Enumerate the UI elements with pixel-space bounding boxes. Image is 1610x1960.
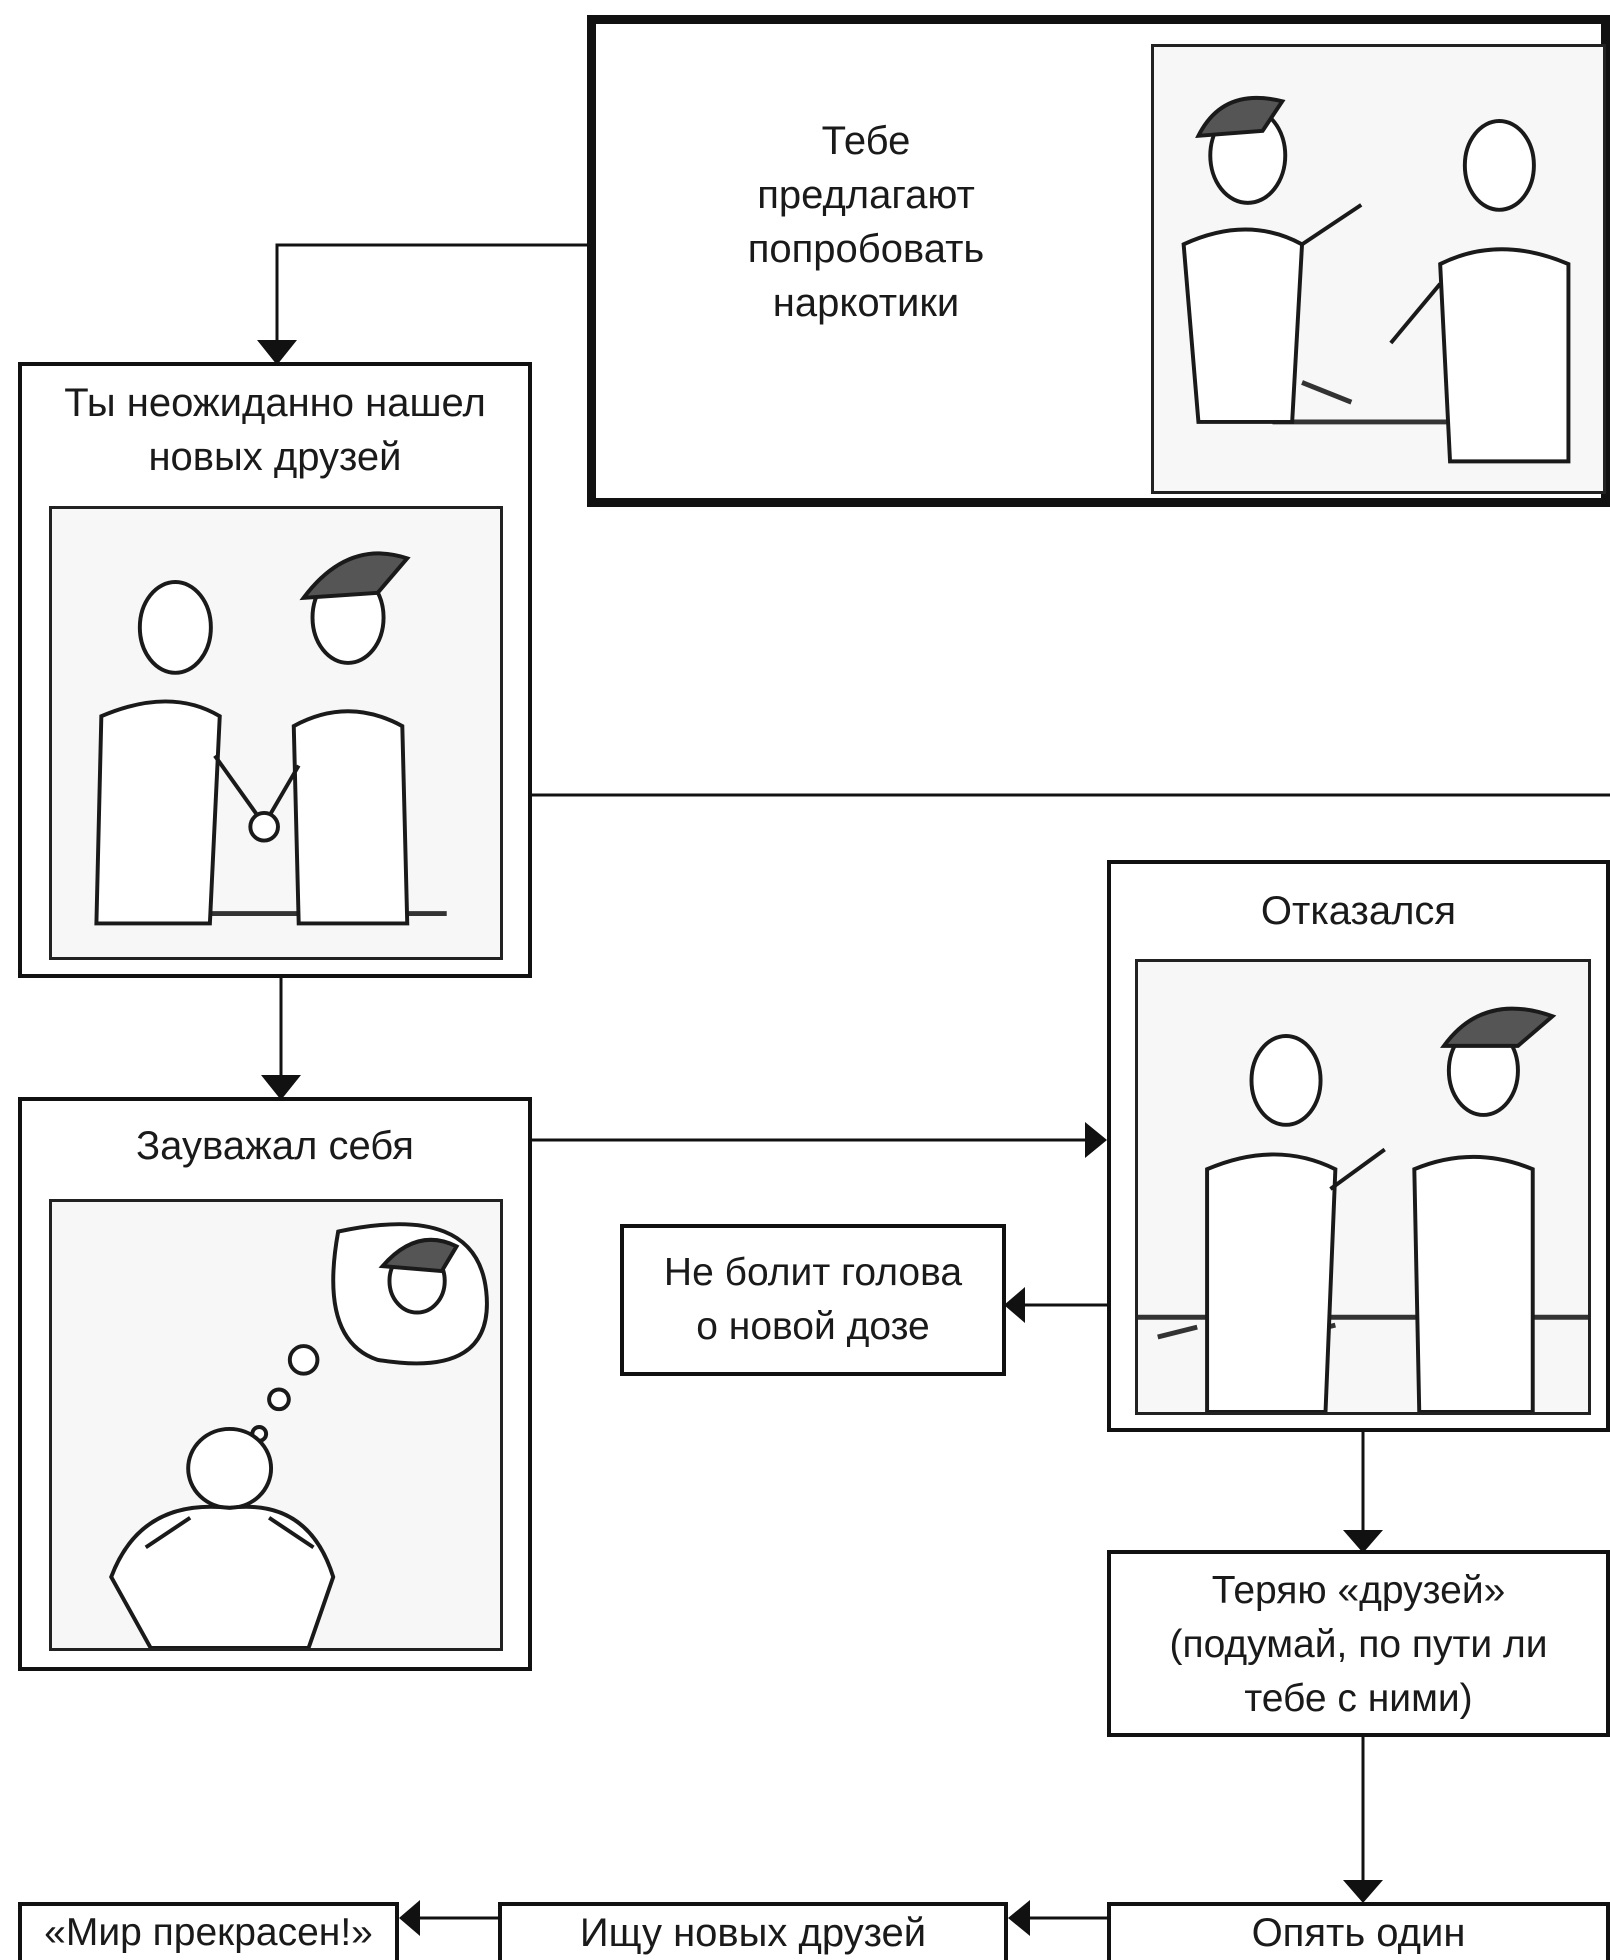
node-seek-friends-label: Ищу новых друзей xyxy=(579,1911,927,1955)
illustration-new-friends xyxy=(49,506,503,960)
cartoon-handshake-image xyxy=(94,551,447,926)
arrowhead xyxy=(1343,1880,1383,1903)
node-alone-again-label: Опять один xyxy=(1251,1911,1466,1955)
node-offer: Тебе предлагают попробовать наркотики xyxy=(587,15,1610,507)
arrowhead xyxy=(1343,1530,1383,1553)
node-new-friends: Ты неожиданно нашел новых друзей xyxy=(18,362,532,978)
cartoon-refusal-gesture-image xyxy=(1138,1006,1588,1412)
node-lose-friends: Теряю «друзей» (подумай, по пути ли тебе… xyxy=(1107,1550,1610,1737)
arrowhead xyxy=(1008,1900,1030,1936)
node-seek-friends: Ищу новых друзей xyxy=(498,1902,1008,1960)
cartoon-self-hug-thought-image xyxy=(109,1222,489,1648)
node-world-beautiful-label: «Мир прекрасен!» xyxy=(44,1911,373,1954)
node-new-friends-label: Ты неожиданно нашел новых друзей xyxy=(64,381,486,479)
illustration-self-respect xyxy=(49,1199,503,1651)
node-lose-friends-label: Теряю «друзей» (подумай, по пути ли тебе… xyxy=(1169,1569,1548,1720)
node-self-respect-label: Зауважал себя xyxy=(136,1124,414,1168)
illustration-offer xyxy=(1151,44,1606,494)
illustration-refused xyxy=(1135,959,1591,1415)
node-no-headache-label: Не болит голова о новой дозе xyxy=(663,1251,963,1348)
node-refused-label: Отказался xyxy=(1260,889,1457,933)
arrowhead xyxy=(1004,1287,1025,1323)
arrowhead xyxy=(1085,1122,1107,1158)
node-refused: Отказался xyxy=(1107,860,1610,1432)
node-alone-again: Опять один xyxy=(1107,1902,1610,1960)
node-no-headache: Не болит голова о новой дозе xyxy=(620,1224,1006,1376)
cartoon-two-men-offer-image xyxy=(1181,95,1571,464)
arrowhead xyxy=(261,1075,301,1100)
arrowhead xyxy=(399,1900,420,1936)
node-world-beautiful: «Мир прекрасен!» xyxy=(18,1902,399,1960)
node-offer-label: Тебе предлагают попробовать наркотики xyxy=(747,119,985,325)
arrowhead xyxy=(257,340,297,365)
node-self-respect: Зауважал себя xyxy=(18,1097,532,1671)
